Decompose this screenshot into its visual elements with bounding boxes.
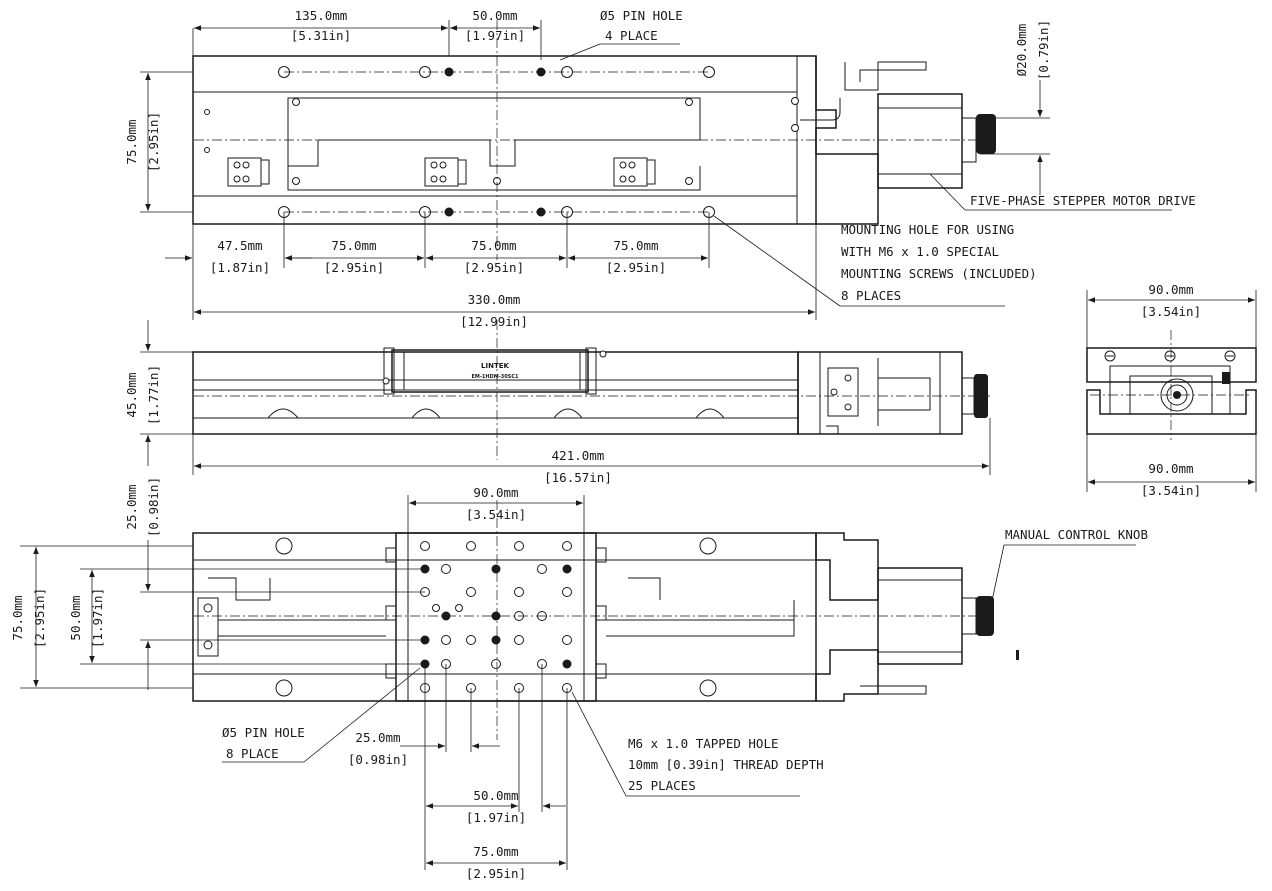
top-view	[192, 20, 996, 260]
svg-text:[2.95in]: [2.95in]	[146, 112, 161, 172]
dim-25-horizontal: 25.0mm	[355, 730, 400, 745]
tapped-hole-note: M6 x 1.0 TAPPED HOLE	[628, 736, 779, 751]
motor-drive-note: FIVE-PHASE STEPPER MOTOR DRIVE	[970, 193, 1196, 208]
mounting-note: MOUNTING HOLE FOR USING	[841, 222, 1014, 237]
dim-25-vertical: 25.0mm	[124, 484, 139, 529]
motor-top-view	[800, 56, 996, 225]
dimension-lines	[20, 20, 1257, 870]
dim-90-bottom: 90.0mm	[473, 485, 518, 500]
svg-text:MOUNTING SCREWS (INCLUDED): MOUNTING SCREWS (INCLUDED)	[841, 266, 1037, 281]
svg-text:[2.95in]: [2.95in]	[466, 866, 526, 881]
svg-text:[3.54in]: [3.54in]	[1141, 483, 1201, 498]
dim-421: 421.0mm	[552, 448, 605, 463]
svg-text:10mm [0.39in] THREAD DEPTH: 10mm [0.39in] THREAD DEPTH	[628, 757, 824, 772]
svg-text:[1.77in]: [1.77in]	[146, 365, 161, 425]
svg-text:[2.95in]: [2.95in]	[32, 588, 47, 648]
svg-text:8 PLACES: 8 PLACES	[841, 288, 901, 303]
svg-text:75.0mm: 75.0mm	[331, 238, 376, 253]
pin-hole-bottom-note: Ø5 PIN HOLE	[222, 725, 305, 740]
knob-note: MANUAL CONTROL KNOB	[1005, 527, 1148, 542]
dim-50-horizontal: 50.0mm	[473, 788, 518, 803]
dim-75-height: 75.0mm	[124, 119, 139, 164]
svg-text:[2.95in]: [2.95in]	[324, 260, 384, 275]
svg-text:[0.79in]: [0.79in]	[1036, 20, 1051, 80]
knob-top	[976, 114, 996, 154]
side-view	[192, 320, 990, 460]
dim-330: 330.0mm	[468, 292, 521, 307]
dim-135: 135.0mm	[295, 8, 348, 23]
annotations: 135.0mm [5.31in] 50.0mm [1.97in] Ø5 PIN …	[10, 8, 1201, 881]
dim-75-vertical: 75.0mm	[10, 595, 25, 640]
pin-hole-top-note: Ø5 PIN HOLE	[600, 8, 683, 23]
svg-text:25 PLACES: 25 PLACES	[628, 778, 696, 793]
dim-50-vertical: 50.0mm	[68, 595, 83, 640]
svg-text:[2.95in]: [2.95in]	[606, 260, 666, 275]
motor-side	[797, 351, 963, 435]
mounting-holes-top	[204, 66, 799, 218]
svg-text:8 PLACE: 8 PLACE	[226, 746, 279, 761]
bottom-base-outline	[192, 532, 817, 702]
dim-90-end-bottom: 90.0mm	[1148, 461, 1193, 476]
svg-text:[1.97in]: [1.97in]	[466, 810, 526, 825]
clamp-blocks	[227, 157, 656, 187]
carriage-slot	[287, 97, 701, 167]
tapped-hole-grid	[420, 541, 572, 693]
knob-bottom	[976, 596, 994, 636]
dim-50-top: 50.0mm	[472, 8, 517, 23]
svg-text:[5.31in]: [5.31in]	[291, 28, 351, 43]
svg-text:75.0mm: 75.0mm	[471, 238, 516, 253]
carriage-model-label: EM-1HDM-30SC1	[471, 374, 519, 380]
svg-text:[1.87in]: [1.87in]	[210, 260, 270, 275]
carriage-side	[391, 349, 589, 393]
svg-text:[3.54in]: [3.54in]	[466, 507, 526, 522]
dim-90-end-top: 90.0mm	[1148, 282, 1193, 297]
bottom-view	[192, 500, 1019, 740]
svg-text:[3.54in]: [3.54in]	[1141, 304, 1201, 319]
carriage-brand-label: LINTEK	[481, 362, 509, 370]
knob-side	[974, 374, 988, 418]
svg-text:[16.57in]: [16.57in]	[544, 470, 612, 485]
svg-text:[2.95in]: [2.95in]	[464, 260, 524, 275]
dim-45: 45.0mm	[124, 372, 139, 417]
dim-75-horizontal: 75.0mm	[473, 844, 518, 859]
svg-text:WITH M6 x 1.0 SPECIAL: WITH M6 x 1.0 SPECIAL	[841, 244, 999, 259]
motor-bracket-bottom	[815, 532, 879, 601]
svg-text:75.0mm: 75.0mm	[613, 238, 658, 253]
end-top-plate	[1086, 347, 1257, 383]
svg-text:[0.98in]: [0.98in]	[146, 477, 161, 537]
svg-text:[12.99in]: [12.99in]	[460, 314, 528, 329]
svg-text:[1.97in]: [1.97in]	[90, 588, 105, 648]
end-view	[1086, 330, 1257, 440]
dim-motor-dia: Ø20.0mm	[1014, 24, 1029, 77]
svg-text:[1.97in]: [1.97in]	[465, 28, 525, 43]
dim-47-5: 47.5mm	[217, 238, 262, 253]
svg-text:4 PLACE: 4 PLACE	[605, 28, 658, 43]
svg-text:[0.98in]: [0.98in]	[348, 752, 408, 767]
